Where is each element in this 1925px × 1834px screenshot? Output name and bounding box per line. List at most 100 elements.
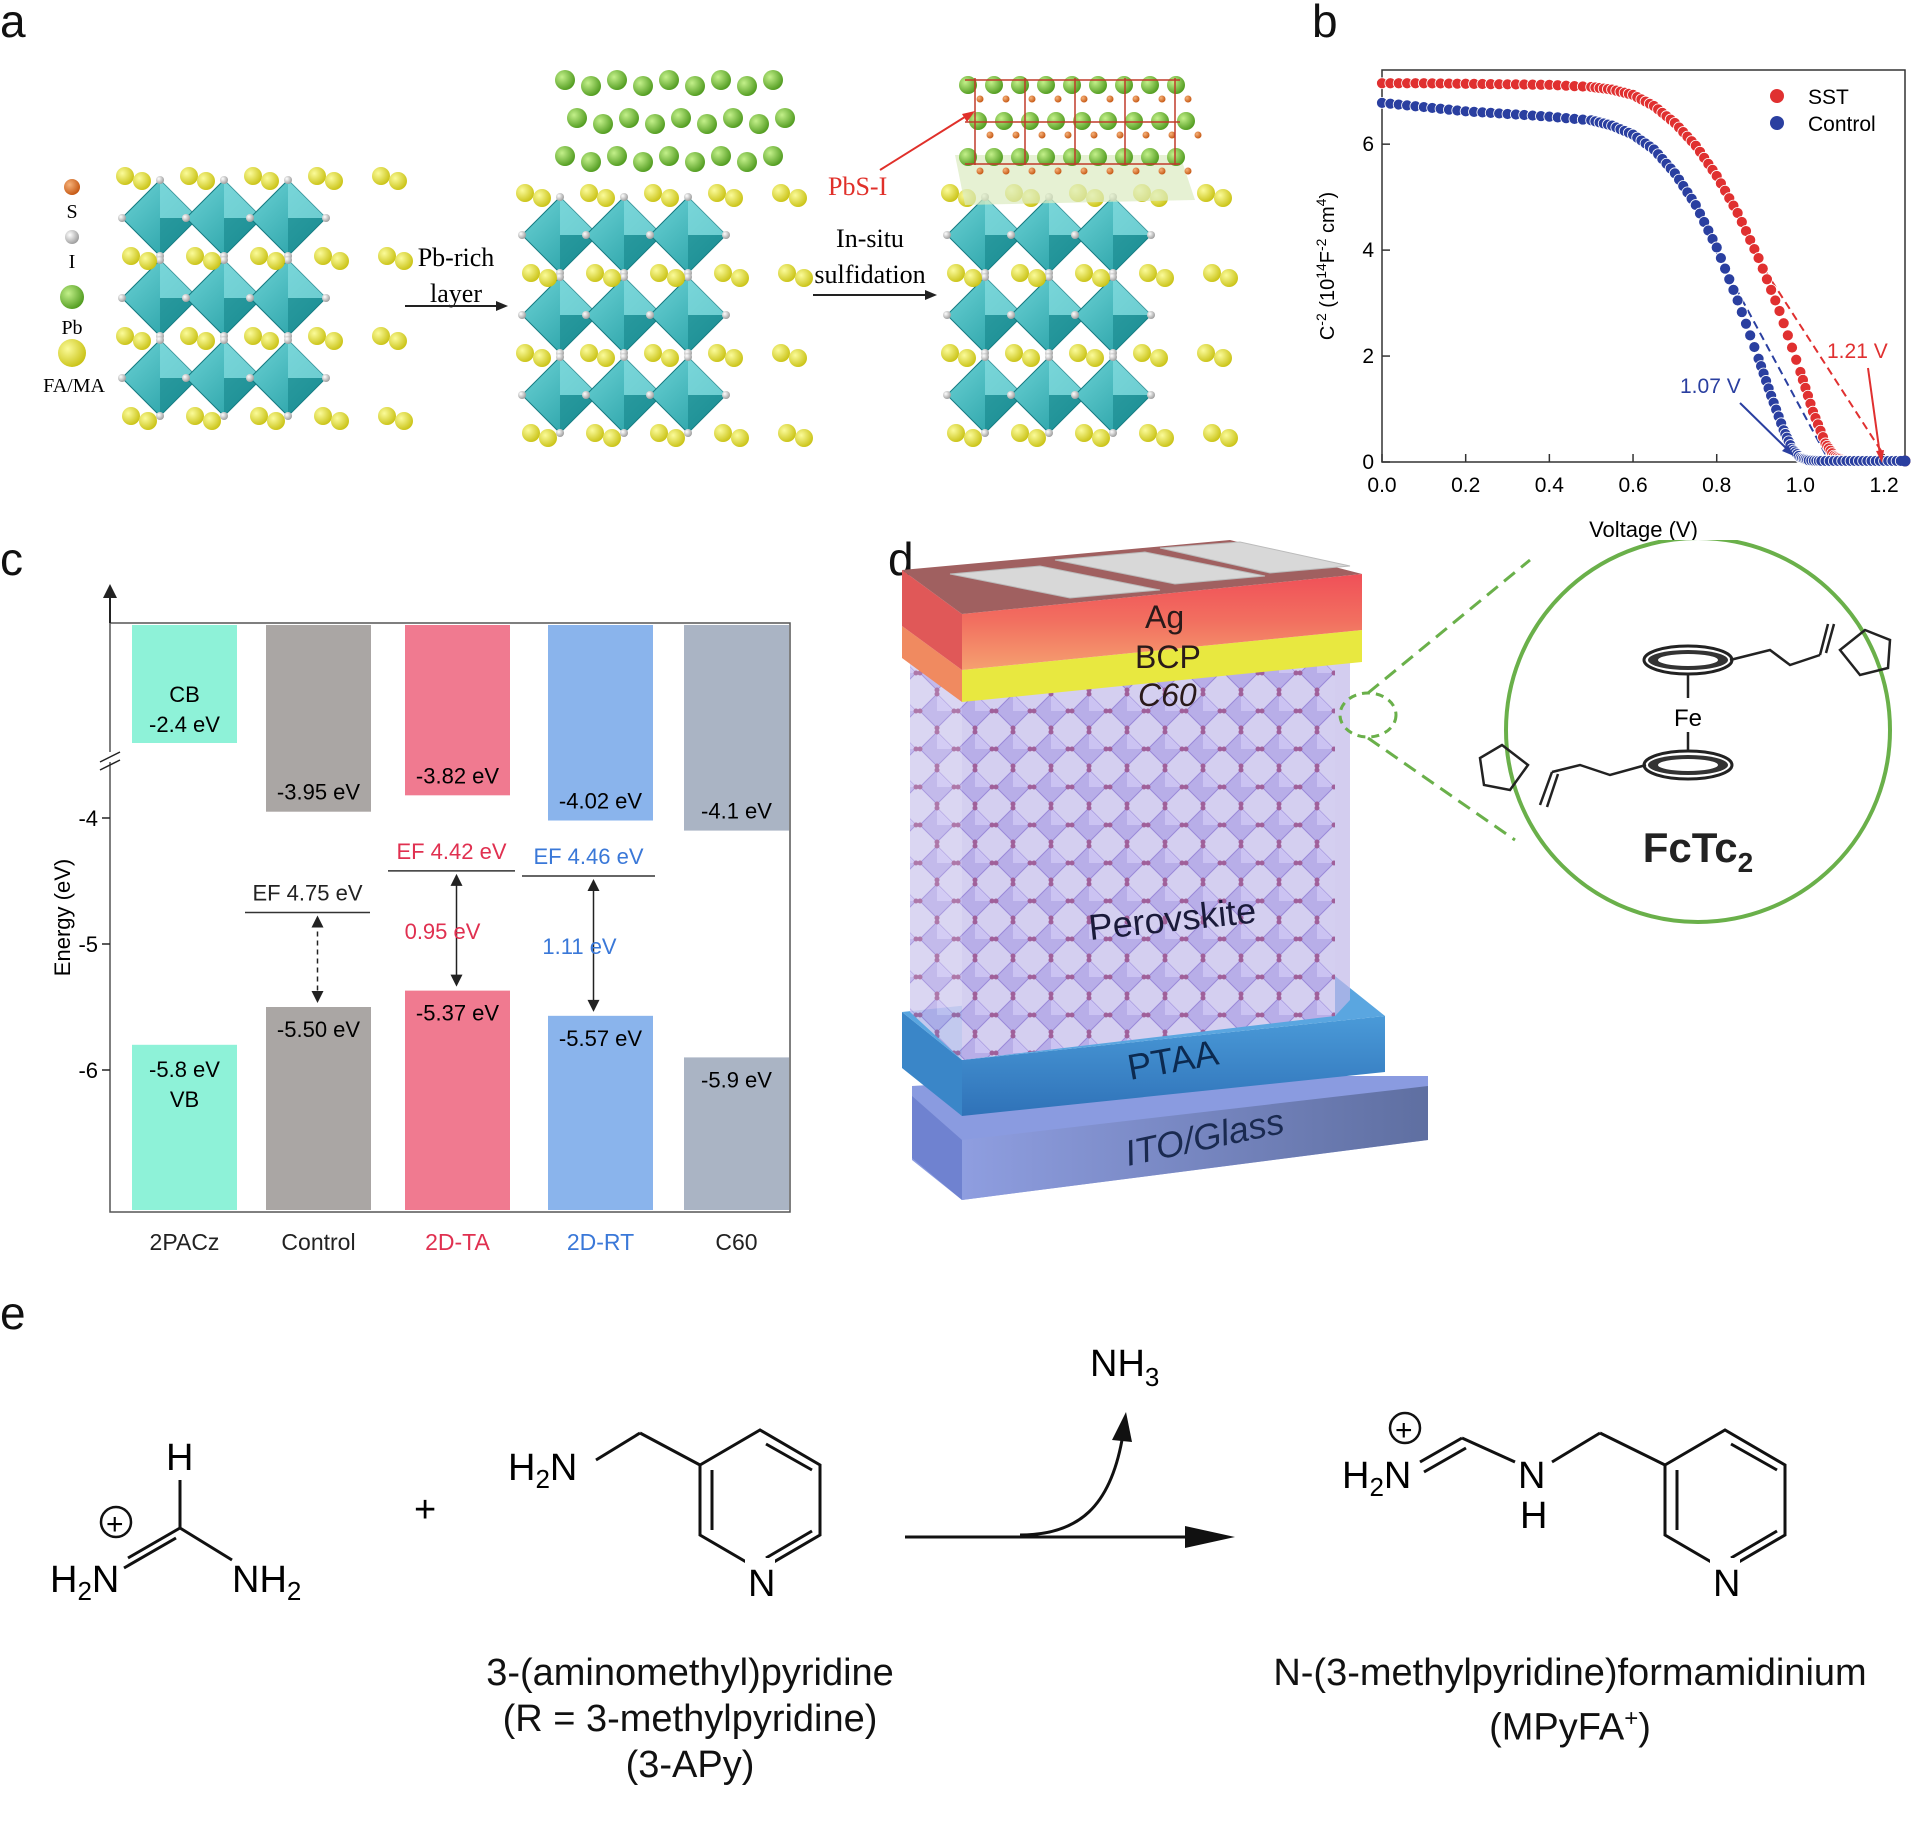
cb-name-label: CB [169, 682, 200, 707]
vb-bar-2d-rt [548, 1015, 653, 1210]
data-point-sst [1765, 283, 1778, 296]
x-axis-label-b: Voltage (V) [1589, 517, 1698, 542]
legend-marker-control [1770, 116, 1784, 130]
panel-letter-a: a [0, 0, 26, 47]
cb-bar-c60 [684, 625, 789, 831]
vb-name-label: VB [170, 1087, 199, 1112]
y-tick-label-c: -4 [78, 806, 98, 831]
svg-text:N: N [748, 1563, 775, 1605]
data-point-control [1899, 455, 1911, 467]
plot-frame-b [1381, 69, 1906, 463]
data-point-control [1710, 241, 1723, 254]
fit-line-sst [1749, 246, 1890, 463]
y-axis-label-b: C-2 (1014F-2 cm4) [1313, 192, 1339, 340]
data-point-control [1719, 262, 1731, 275]
y-tick-label-b: 6 [1362, 133, 1374, 156]
y-tick-label-b: 4 [1362, 239, 1374, 262]
x-tick-label-b: 1.2 [1869, 474, 1898, 497]
svg-text:H2N: H2N [50, 1559, 119, 1606]
caption-mpyfa: N-(3-methylpyridine)formamidinium (MPyFA… [1273, 1652, 1867, 1749]
y-axis-label-c: Energy (eV) [50, 859, 75, 976]
svg-text:+: + [106, 1508, 124, 1541]
fermi-level-label: EF 4.46 eV [533, 844, 643, 869]
panel-letter-e: e [0, 1287, 26, 1339]
panel-a: a S I Pb [0, 0, 1280, 520]
data-point-control [1731, 294, 1744, 307]
cb-value-label: -4.02 eV [559, 789, 642, 814]
vb-value-label: -5.57 eV [559, 1026, 642, 1051]
svg-text:NH2: NH2 [232, 1559, 301, 1606]
reaction-scheme: H + H2N NH2 + H2N N NH3 [50, 1343, 1787, 1606]
caption-3apy: 3-(aminomethyl)pyridine (R = 3-methylpyr… [486, 1652, 894, 1786]
data-point-control [1723, 273, 1736, 286]
axis-break [99, 751, 121, 763]
x-tick-label-b: 0.2 [1451, 474, 1480, 497]
formamidinium-structure: H + H2N NH2 [50, 1437, 301, 1606]
legend-marker-sst [1770, 89, 1784, 103]
data-point-sst [1777, 317, 1790, 330]
molecule-circle [1504, 540, 1892, 924]
data-point-control [1740, 317, 1752, 330]
y-tick-label-c: -6 [78, 1058, 98, 1083]
plus-sign: + [414, 1489, 436, 1531]
legend-pb: Pb [61, 317, 82, 339]
data-point-control [1744, 329, 1757, 342]
device-stack-diagram: ITO/Glass PTAA Perovskite Ag [902, 540, 1892, 1200]
molecule-name: FcTc2 [1643, 824, 1754, 878]
cb-bar-2d-rt [548, 625, 653, 821]
category-label-2pacz: 2PACz [150, 1229, 220, 1255]
svg-text:N: N [1713, 1563, 1740, 1605]
perovskite-sulfidation-schematic: S I Pb FA/MA Pb-rich layer In-situ sulfi… [43, 70, 1238, 447]
y-tick-label-c: -5 [78, 932, 98, 957]
perovskite-crystal-pbs [941, 76, 1238, 447]
svg-text:In-situ: In-situ [836, 224, 904, 253]
perovskite-crystal-1 [116, 167, 413, 430]
legend-label-control: Control [1808, 113, 1876, 136]
category-label-2d-ta: 2D-TA [425, 1229, 490, 1255]
category-label-control: Control [281, 1229, 355, 1255]
pbs-i-label: PbS-I [828, 111, 975, 201]
data-point-sst [1781, 329, 1794, 342]
vb-value-label: -5.9 eV [701, 1067, 772, 1092]
data-point-control [1727, 283, 1740, 296]
data-point-sst [1752, 252, 1765, 264]
cb-bar-2pacz [132, 625, 237, 743]
data-point-sst [1756, 262, 1769, 275]
aminomethylpyridine-structure: H2N N [508, 1428, 822, 1605]
svg-text:H2N: H2N [1342, 1455, 1411, 1502]
vb-bar-2d-ta [405, 990, 510, 1210]
annotations-b: 1.21 V 1.07 V [1680, 340, 1888, 463]
svg-text:C60: C60 [1138, 677, 1197, 713]
plot-frame-c [109, 622, 791, 1213]
chart-b-legend: SST Control [1770, 86, 1876, 136]
reaction-arrow: NH3 [905, 1343, 1235, 1548]
svg-text:BCP: BCP [1135, 639, 1201, 675]
svg-text:H2N: H2N [508, 1447, 577, 1494]
mpyfa-structure: + H2N N H N [1342, 1411, 1787, 1605]
cb-value-label: -2.4 eV [149, 712, 220, 737]
y-axis-arrow [103, 584, 117, 598]
cb-value-label: -3.82 eV [416, 763, 499, 788]
svg-text:PbS-I: PbS-I [828, 172, 887, 201]
x-tick-label-b: 0.6 [1618, 474, 1647, 497]
nh3-label: NH3 [1090, 1343, 1159, 1392]
data-point-sst [1773, 305, 1786, 317]
vb-bar-c60 [684, 1057, 789, 1210]
legend-fama: FA/MA [43, 375, 105, 397]
gap-value-label: 0.95 eV [405, 919, 481, 944]
atom-legend: S I Pb FA/MA [43, 179, 105, 397]
data-point-sst [1761, 273, 1773, 286]
vb-bar-2pacz [132, 1044, 237, 1210]
cb-value-label: -3.95 eV [277, 780, 360, 805]
cb-bar-2d-ta [405, 625, 510, 796]
layer-perovskite: Perovskite [910, 640, 1350, 1060]
vb-value-label: -5.37 eV [416, 1001, 499, 1026]
panel-letter-b: b [1312, 0, 1338, 47]
svg-text:sulfidation: sulfidation [814, 260, 925, 289]
svg-text:H: H [166, 1437, 193, 1479]
svg-text:Pb-rich: Pb-rich [418, 243, 495, 272]
annot-sst: 1.21 V [1827, 340, 1888, 363]
